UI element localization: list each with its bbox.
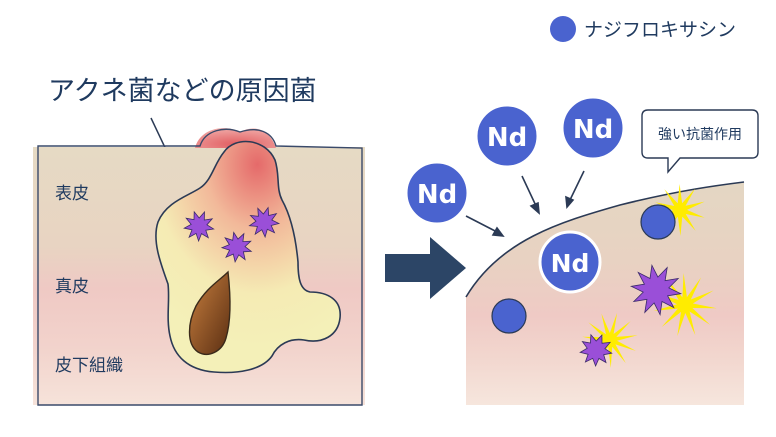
drug-particle bbox=[640, 204, 676, 240]
drug-particle-nd-4: Nd bbox=[538, 230, 602, 294]
bacteria-5 bbox=[579, 333, 613, 368]
drug-particle-nd-2: Nd bbox=[474, 103, 540, 169]
bacteria-3 bbox=[220, 231, 253, 264]
flash-2 bbox=[653, 273, 717, 337]
zoomed-skin-panel bbox=[465, 181, 745, 405]
drug-particle bbox=[491, 298, 527, 334]
penetration-arrows bbox=[465, 170, 585, 237]
label-dermis: 真皮 bbox=[55, 277, 89, 297]
label-epidermis: 表皮 bbox=[55, 184, 89, 204]
nd-label: Nd bbox=[573, 115, 613, 145]
legend-swatch bbox=[550, 16, 576, 42]
legend-label: ナジフロキサシン bbox=[584, 19, 736, 41]
flash-3 bbox=[582, 312, 638, 368]
flash-1 bbox=[655, 184, 705, 236]
zoomed-skin-area bbox=[466, 182, 744, 405]
right-arrow-icon bbox=[385, 237, 466, 299]
skin-surface-outline bbox=[37, 128, 363, 406]
bubble-text: 強い抗菌作用 bbox=[658, 127, 742, 143]
legend: ナジフロキサシン bbox=[550, 16, 736, 42]
bacteria-2 bbox=[248, 206, 281, 239]
label-subcutis: 皮下組織 bbox=[55, 356, 123, 376]
hair-follicle bbox=[188, 270, 231, 356]
drug-particle-nd-1: Nd bbox=[404, 160, 470, 226]
zoomed-skin-surface bbox=[465, 181, 745, 298]
nd-label: Nd bbox=[551, 249, 590, 278]
bacteria-4 bbox=[629, 263, 683, 317]
bacteria-1 bbox=[183, 210, 215, 243]
effect-speech-bubble: 強い抗菌作用 bbox=[641, 109, 759, 174]
callout-title: アクネ菌などの原因菌 bbox=[48, 76, 317, 107]
nd-label: Nd bbox=[417, 180, 457, 210]
drug-particle-nd-3: Nd bbox=[560, 95, 626, 161]
skin-cross-section: 表皮 真皮 皮下組織 bbox=[33, 128, 365, 406]
nd-label: Nd bbox=[487, 123, 527, 153]
